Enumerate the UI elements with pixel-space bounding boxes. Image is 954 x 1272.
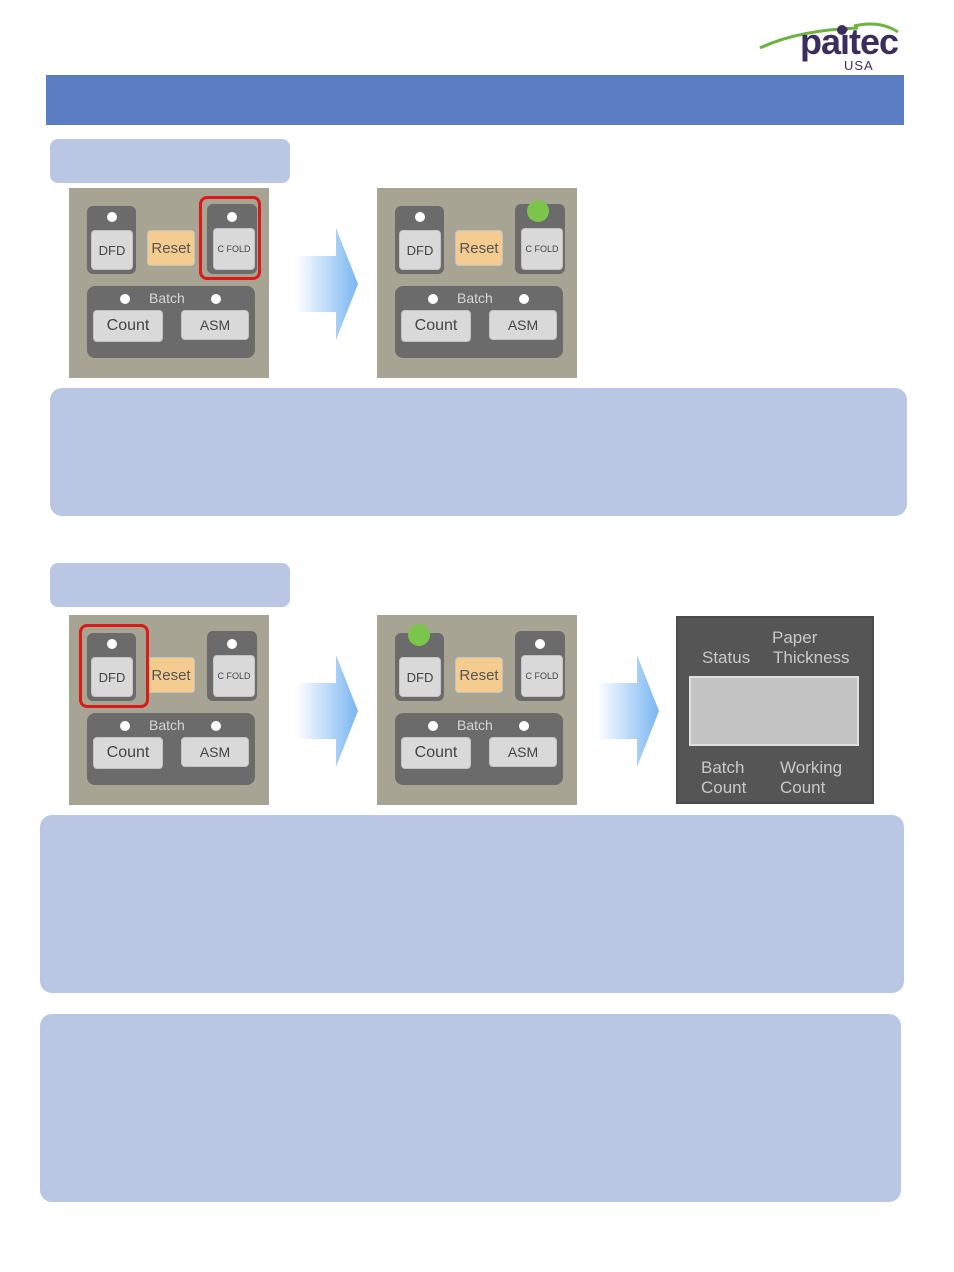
count-indicator-led — [428, 294, 438, 304]
arrow-right-icon — [296, 655, 358, 767]
batch-count-label: Count — [701, 778, 747, 797]
lcd-display-panel: Paper Status Thickness Batch Working Cou… — [676, 616, 874, 804]
dfd-indicator-led — [408, 624, 430, 646]
dfd-indicator-led — [415, 212, 425, 222]
section-tab-2 — [50, 563, 290, 607]
asm-button[interactable]: ASM — [181, 737, 249, 767]
reset-button[interactable]: Reset — [455, 230, 503, 266]
cfold-button[interactable]: C FOLD — [521, 655, 563, 697]
arrow-right-icon — [597, 655, 659, 767]
lcd-screen — [689, 676, 859, 746]
count-button[interactable]: Count — [401, 310, 471, 342]
cfold-button[interactable]: C FOLD — [213, 655, 255, 697]
count-button[interactable]: Count — [93, 737, 163, 769]
cfold-button[interactable]: C FOLD — [213, 228, 255, 270]
dfd-button[interactable]: DFD — [91, 657, 133, 697]
cfold-indicator-led — [227, 639, 237, 649]
reset-button[interactable]: Reset — [147, 657, 195, 693]
count-indicator-led — [120, 721, 130, 731]
swoosh-icon — [759, 22, 899, 50]
dfd-indicator-led — [107, 639, 117, 649]
reset-button[interactable]: Reset — [147, 230, 195, 266]
dfd-highlight — [79, 624, 149, 708]
cfold-button[interactable]: C FOLD — [521, 228, 563, 270]
batch-label: Batch — [701, 758, 745, 777]
batch-label: Batch — [149, 290, 185, 306]
control-panel: DFD Reset C FOLD Batch Count ASM — [69, 188, 269, 378]
count-indicator-led — [428, 721, 438, 731]
text-box-3 — [40, 1014, 901, 1202]
cfold-indicator-led — [535, 639, 545, 649]
reset-button[interactable]: Reset — [455, 657, 503, 693]
asm-button[interactable]: ASM — [489, 737, 557, 767]
dfd-indicator-led — [107, 212, 117, 222]
asm-indicator-led — [211, 294, 221, 304]
cfold-indicator-led — [227, 212, 237, 222]
arrow-right-icon — [296, 228, 358, 340]
control-panel: DFD Reset C FOLD Batch Count ASM — [377, 615, 577, 805]
logo-wordmark: paitec — [800, 21, 899, 62]
count-indicator-led — [120, 294, 130, 304]
working-count-label: Count — [780, 778, 826, 797]
dfd-button[interactable]: DFD — [399, 657, 441, 697]
count-button[interactable]: Count — [93, 310, 163, 342]
asm-indicator-led — [211, 721, 221, 731]
dfd-button[interactable]: DFD — [399, 230, 441, 270]
asm-indicator-led — [519, 294, 529, 304]
text-box-2 — [40, 815, 904, 993]
count-button[interactable]: Count — [401, 737, 471, 769]
paitec-logo: paitec USA — [758, 18, 904, 76]
thickness-label: Thickness — [773, 648, 850, 667]
batch-label: Batch — [457, 290, 493, 306]
asm-button[interactable]: ASM — [489, 310, 557, 340]
working-label: Working — [780, 758, 843, 777]
asm-button[interactable]: ASM — [181, 310, 249, 340]
asm-indicator-led — [519, 721, 529, 731]
paper-label: Paper — [772, 628, 818, 647]
title-bar — [46, 75, 904, 125]
dfd-button[interactable]: DFD — [91, 230, 133, 270]
cfold-indicator-led — [527, 200, 549, 222]
cfold-highlight — [199, 196, 261, 280]
status-label: Status — [702, 648, 751, 667]
text-box-1 — [50, 388, 907, 516]
logo-subtitle: USA — [844, 58, 874, 73]
section-tab-1 — [50, 139, 290, 183]
control-panel: DFD Reset C FOLD Batch Count ASM — [69, 615, 269, 805]
control-panel: DFD Reset C FOLD Batch Count ASM — [377, 188, 577, 378]
batch-label: Batch — [457, 717, 493, 733]
batch-label: Batch — [149, 717, 185, 733]
